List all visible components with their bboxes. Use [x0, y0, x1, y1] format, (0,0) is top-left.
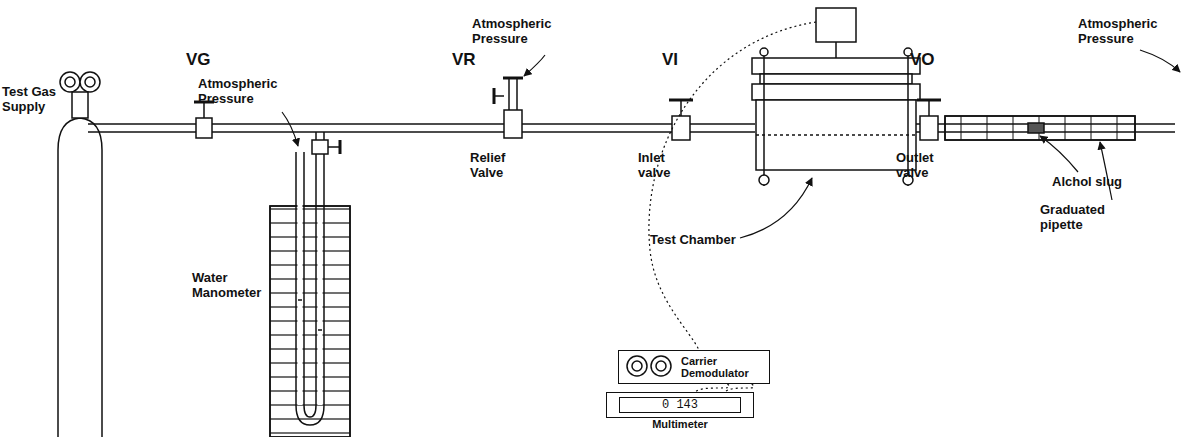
part-label: Test Chamber: [650, 232, 740, 247]
part-label: Alchol slug: [1052, 174, 1142, 189]
device-name: Carrier Demodulator: [681, 355, 761, 379]
part-label: Atmospheric Pressure: [1078, 16, 1178, 46]
part-label: Inlet valve: [638, 150, 696, 180]
part-label: Water Manometer: [192, 270, 264, 300]
valve-label: VO: [910, 50, 935, 69]
part-label: Graduated pipette: [1040, 202, 1150, 232]
part-label: Atmospheric Pressure: [472, 16, 572, 46]
device-name: Multimeter: [607, 418, 753, 430]
multimeter-box: 0 143Multimeter: [606, 392, 754, 418]
valve-label: VI: [662, 50, 678, 69]
water-manometer: [270, 150, 350, 437]
demodulator-box: Carrier Demodulator: [618, 350, 770, 384]
valve: [194, 102, 214, 138]
outlet-valve: [917, 100, 941, 140]
test-chamber: [752, 8, 920, 186]
valve-label: VG: [186, 50, 211, 69]
manometer-branch: [312, 132, 340, 210]
display-readout: 0 143: [619, 397, 741, 413]
signal-wire: [695, 384, 754, 392]
graduated-pipette: [945, 116, 1175, 140]
relief-valve: [494, 78, 523, 138]
inlet-valve: [669, 100, 693, 140]
valve-label: VR: [452, 50, 476, 69]
part-label: Test Gas Supply: [2, 84, 58, 114]
leader-lines: [282, 50, 1180, 238]
part-label: Atmospheric Pressure: [198, 76, 290, 106]
knobs: [623, 354, 679, 378]
sensor-wire: [649, 22, 816, 352]
part-label: Relief Valve: [470, 150, 530, 180]
gas-cylinder: [58, 72, 102, 437]
part-label: Outlet valve: [896, 150, 956, 180]
